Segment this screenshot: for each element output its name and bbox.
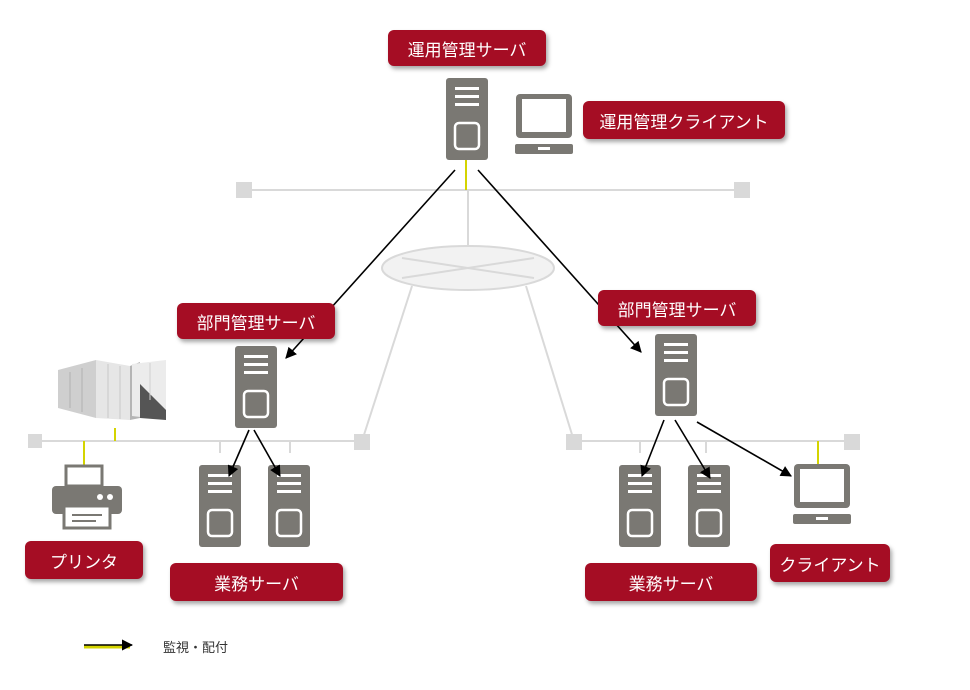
dept-server-right-icon [653, 332, 699, 418]
business-servers-left-label: 業務サーバ [170, 563, 343, 601]
ops-server-icon [444, 76, 490, 162]
business-server-icon [197, 463, 243, 549]
legend-label: 監視・配付 [163, 641, 229, 656]
client-label: クライアント [770, 544, 890, 582]
dept-server-left-icon [233, 344, 279, 430]
ops-client-monitor-icon [515, 94, 573, 154]
ops-client-label: 運用管理クライアント [583, 101, 785, 139]
business-servers-right-label: 業務サーバ [585, 563, 757, 601]
business-server-icon [266, 463, 312, 549]
device-links [83, 160, 819, 465]
network-cloud-icon [381, 245, 555, 291]
printer-icon [52, 464, 122, 530]
legend-arrow [84, 639, 134, 651]
printer-label: プリンタ [25, 541, 143, 579]
storage-array-icon [58, 360, 166, 420]
business-server-icon [617, 463, 663, 549]
ops-server-label: 運用管理サーバ [388, 30, 546, 66]
network-lines [35, 189, 852, 453]
dept-server-left-label: 部門管理サーバ [177, 303, 335, 339]
dept-server-right-label: 部門管理サーバ [598, 290, 756, 326]
client-monitor-icon [793, 464, 851, 524]
network-endpoints [28, 182, 860, 450]
